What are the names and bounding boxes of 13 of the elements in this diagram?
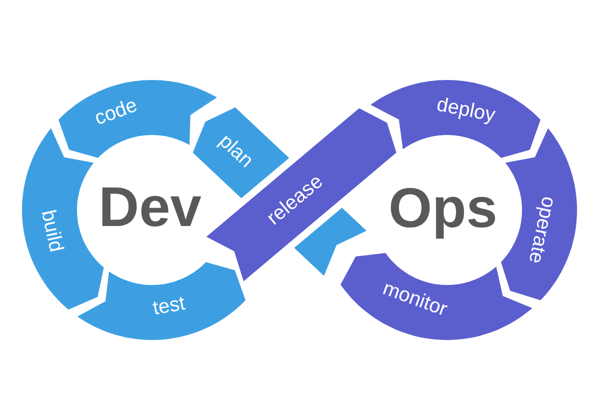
arrow-segment xyxy=(500,128,577,301)
arrow-segment xyxy=(58,80,217,158)
segment-label: test xyxy=(151,292,186,318)
arrow-segment xyxy=(22,128,104,310)
arrow-segment xyxy=(370,80,541,158)
segment-label: operate xyxy=(525,194,559,266)
arrow-segment xyxy=(77,262,246,340)
segment-label: deploy xyxy=(436,94,498,126)
center-label: Dev xyxy=(98,179,202,235)
segment-label: plan xyxy=(215,130,256,171)
segment-label: build xyxy=(38,208,66,254)
segment-label: monitor xyxy=(380,278,450,320)
segment-label: code xyxy=(92,95,140,130)
